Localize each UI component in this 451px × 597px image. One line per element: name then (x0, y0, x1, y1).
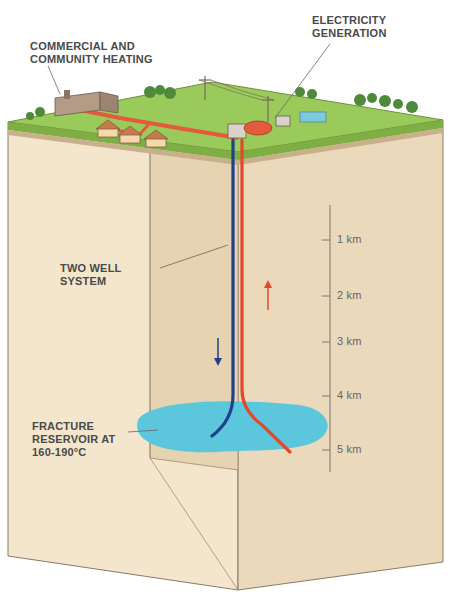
depth-ruler (322, 205, 330, 472)
callout-label: TWO WELL SYSTEM (60, 262, 170, 288)
flow-up-arrow (264, 280, 272, 310)
cut-edge (150, 458, 238, 590)
heat-pipe (80, 110, 238, 138)
callout-label: ELECTRICITY GENERATION (312, 14, 412, 40)
depth-label: 2 km (337, 289, 397, 302)
production-well (242, 140, 290, 452)
node-text: FRACTURE RESERVOIR AT 160-190°C (32, 420, 128, 459)
commercial-building (55, 90, 118, 116)
flow-down-arrow (214, 338, 222, 366)
soil-edge (8, 128, 443, 165)
leader-lines (48, 44, 330, 432)
depth-label: 1 km (337, 233, 397, 246)
heat-pipe (115, 123, 150, 134)
depth-label: 4 km (337, 389, 397, 402)
injection-well (212, 140, 233, 436)
reservoir-callout: FRACTURE RESERVOIR AT 160-190°C (32, 420, 128, 459)
callout-label: COMMERCIAL AND COMMUNITY HEATING (30, 40, 180, 66)
depth-label: 3 km (337, 335, 397, 348)
trees (26, 85, 418, 120)
depth-label: 5 km (337, 443, 397, 456)
right-face (238, 120, 443, 590)
left-face (8, 122, 238, 590)
houses (96, 120, 168, 147)
cut-edge (150, 141, 151, 458)
power-line (199, 76, 274, 122)
